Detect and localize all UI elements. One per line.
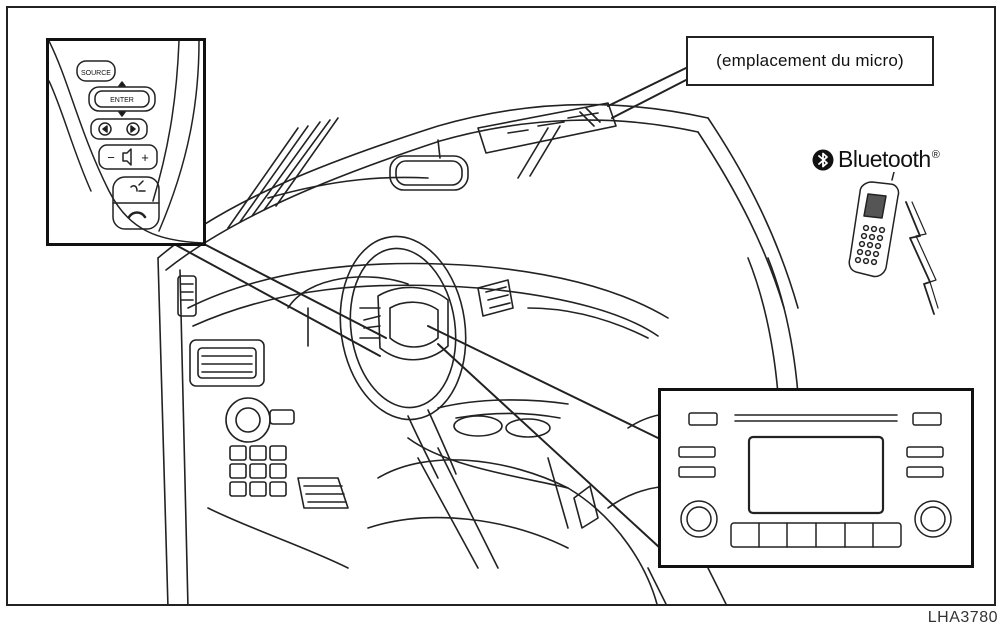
seek-forward-icon	[126, 122, 140, 136]
vehicle-interior-drawing	[157, 67, 801, 604]
steering-switch-inset: SOURCE ENTER − +	[46, 38, 206, 246]
enter-label: ENTER	[110, 97, 134, 104]
enter-rocker[interactable]	[88, 86, 156, 112]
bluetooth-wordmark: Bluetooth®	[838, 146, 940, 172]
bluetooth-logo: Bluetooth®	[812, 146, 940, 173]
hang-up-icon	[127, 211, 147, 219]
steering-switch-drawing: SOURCE ENTER − +	[49, 41, 203, 243]
seek-back-icon	[98, 122, 112, 136]
bluetooth-icon	[812, 149, 834, 170]
mobile-phone-icon	[848, 172, 939, 315]
radio-left-button-2[interactable]	[678, 466, 716, 478]
microphone-location-callout: (emplacement du micro)	[686, 36, 934, 86]
radio-right-button-1[interactable]	[906, 446, 944, 458]
radio-top-left-button[interactable]	[688, 412, 718, 426]
volume-knob[interactable]	[680, 500, 718, 538]
speaker-icon	[122, 148, 132, 166]
talk-icon	[130, 180, 146, 192]
volume-plus-label: +	[141, 150, 149, 165]
tune-knob[interactable]	[914, 500, 952, 538]
source-label: SOURCE	[81, 70, 111, 77]
figure-code: LHA3780	[927, 609, 998, 626]
radio-top-right-button[interactable]	[912, 412, 942, 426]
source-button[interactable]	[76, 60, 116, 82]
volume-rocker[interactable]	[98, 144, 158, 170]
audio-unit-drawing	[678, 412, 952, 548]
radio-left-button-1[interactable]	[678, 446, 716, 458]
radio-right-button-2[interactable]	[906, 466, 944, 478]
signal-bolt	[905, 201, 935, 315]
radio-display	[747, 435, 885, 515]
disc-slot	[734, 414, 898, 422]
callout-label: (emplacement du micro)	[716, 51, 904, 70]
volume-minus-label: −	[107, 150, 115, 165]
seek-buttons[interactable]	[90, 118, 148, 140]
illustration-frame: (emplacement du micro) SOURCE ENTER −	[6, 6, 996, 606]
audio-unit-inset	[658, 388, 974, 568]
switch-bank	[229, 445, 287, 497]
preset-buttons[interactable]	[730, 522, 902, 548]
